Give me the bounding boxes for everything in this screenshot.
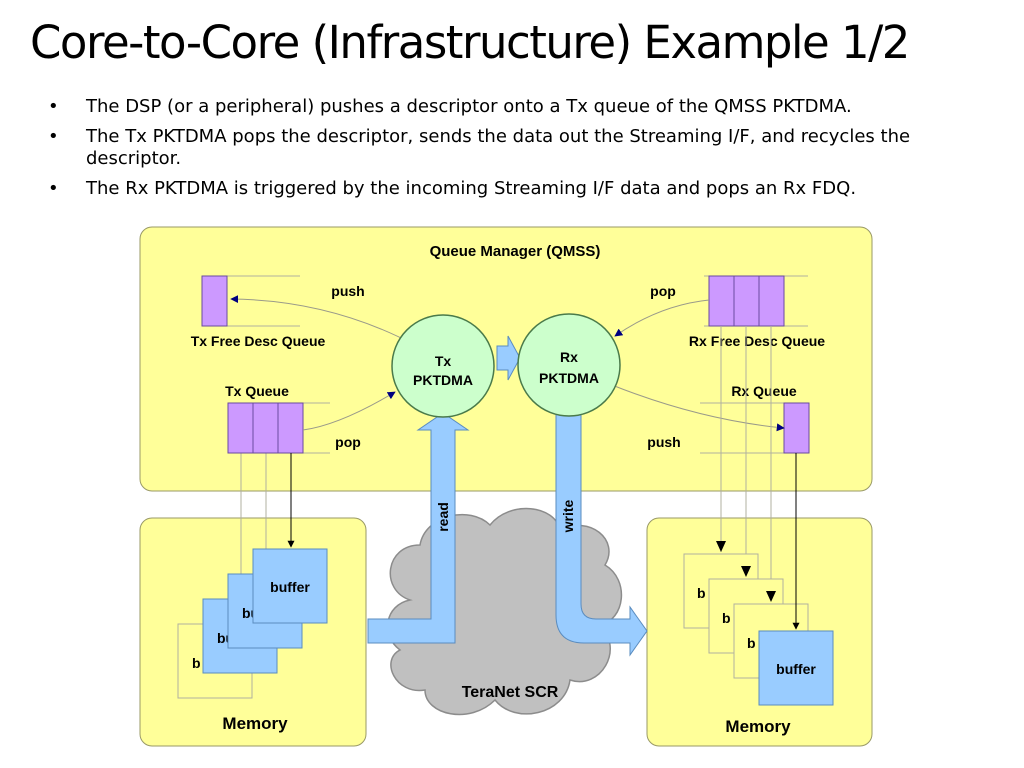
pop-label: pop <box>335 434 361 450</box>
push-label: push <box>647 434 680 450</box>
bullet-dot: • <box>48 126 59 147</box>
tx-queue-slot <box>227 402 254 454</box>
buffer <box>252 548 328 624</box>
tx-queue-slot <box>277 402 304 454</box>
buffer-label: b <box>697 585 706 601</box>
rx-queue-slot <box>783 402 810 454</box>
rx-pop-arrow <box>614 299 710 337</box>
tx-pktdma <box>391 314 495 418</box>
tx-queue-slot <box>252 402 279 454</box>
buffer-label: b <box>747 635 756 651</box>
bullet-list: • The DSP (or a peripheral) pushes a desc… <box>48 96 998 208</box>
rx-pktdma <box>517 313 621 417</box>
rx-pktdma-label: PKTDMA <box>539 370 599 386</box>
teranet-label: TeraNet SCR <box>462 684 559 701</box>
write-arrow <box>555 399 648 657</box>
qmss-label: Queue Manager (QMSS) <box>430 243 601 260</box>
read-arrow <box>367 412 470 644</box>
write-label: write <box>560 499 576 533</box>
bullet-item: • The DSP (or a peripheral) pushes a desc… <box>48 96 998 118</box>
memory-label: Memory <box>725 717 791 736</box>
bullet-item: • The Rx PKTDMA is triggered by the incom… <box>48 178 998 200</box>
tx-pktdma-label: PKTDMA <box>413 372 473 388</box>
small-arrow-icon <box>716 541 726 552</box>
bullet-text: The Rx PKTDMA is triggered by the incomi… <box>86 178 857 199</box>
tx-pktdma-label: Tx <box>435 353 452 369</box>
rx-free-desc-queue-label: Rx Free Desc Queue <box>689 333 825 349</box>
tx-queue-label: Tx Queue <box>225 383 289 399</box>
tx-to-rx-arrow <box>496 335 521 381</box>
bullet-item: • The Tx PKTDMA pops the descriptor, send… <box>48 126 998 170</box>
buffer-label: buffer <box>270 579 310 595</box>
bullet-text: The Tx PKTDMA pops the descriptor, sends… <box>86 126 911 169</box>
bullet-dot: • <box>48 178 59 199</box>
tx-recycle-arrow <box>230 295 416 346</box>
pop-label: pop <box>650 283 676 299</box>
rx-free-desc-queue-slot <box>733 275 760 327</box>
small-arrow-icon <box>741 566 751 577</box>
rx-queue-label: Rx Queue <box>731 383 797 399</box>
rx-pktdma-label: Rx <box>560 349 578 365</box>
push-label: push <box>331 283 364 299</box>
buffer-label: b <box>722 610 731 626</box>
read-label: read <box>435 502 451 532</box>
small-arrow-icon <box>766 591 776 602</box>
buffer-label: b <box>192 655 201 671</box>
bullet-dot: • <box>48 96 59 117</box>
rx-push-arrow <box>611 384 785 432</box>
buffer-label: buffer <box>776 661 816 677</box>
tx-pop-arrow <box>302 391 396 431</box>
slide-title: Core-to-Core (Infrastructure) Example 1/… <box>30 16 910 69</box>
bullet-text: The DSP (or a peripheral) pushes a descr… <box>86 96 852 117</box>
rx-free-desc-queue-slot <box>758 275 785 327</box>
memory-label: Memory <box>222 714 288 733</box>
rx-free-desc-queue-slot <box>708 275 735 327</box>
tx-free-desc-queue-slot <box>201 275 228 327</box>
tx-free-desc-queue-label: Tx Free Desc Queue <box>191 333 326 349</box>
buffer <box>758 630 834 706</box>
